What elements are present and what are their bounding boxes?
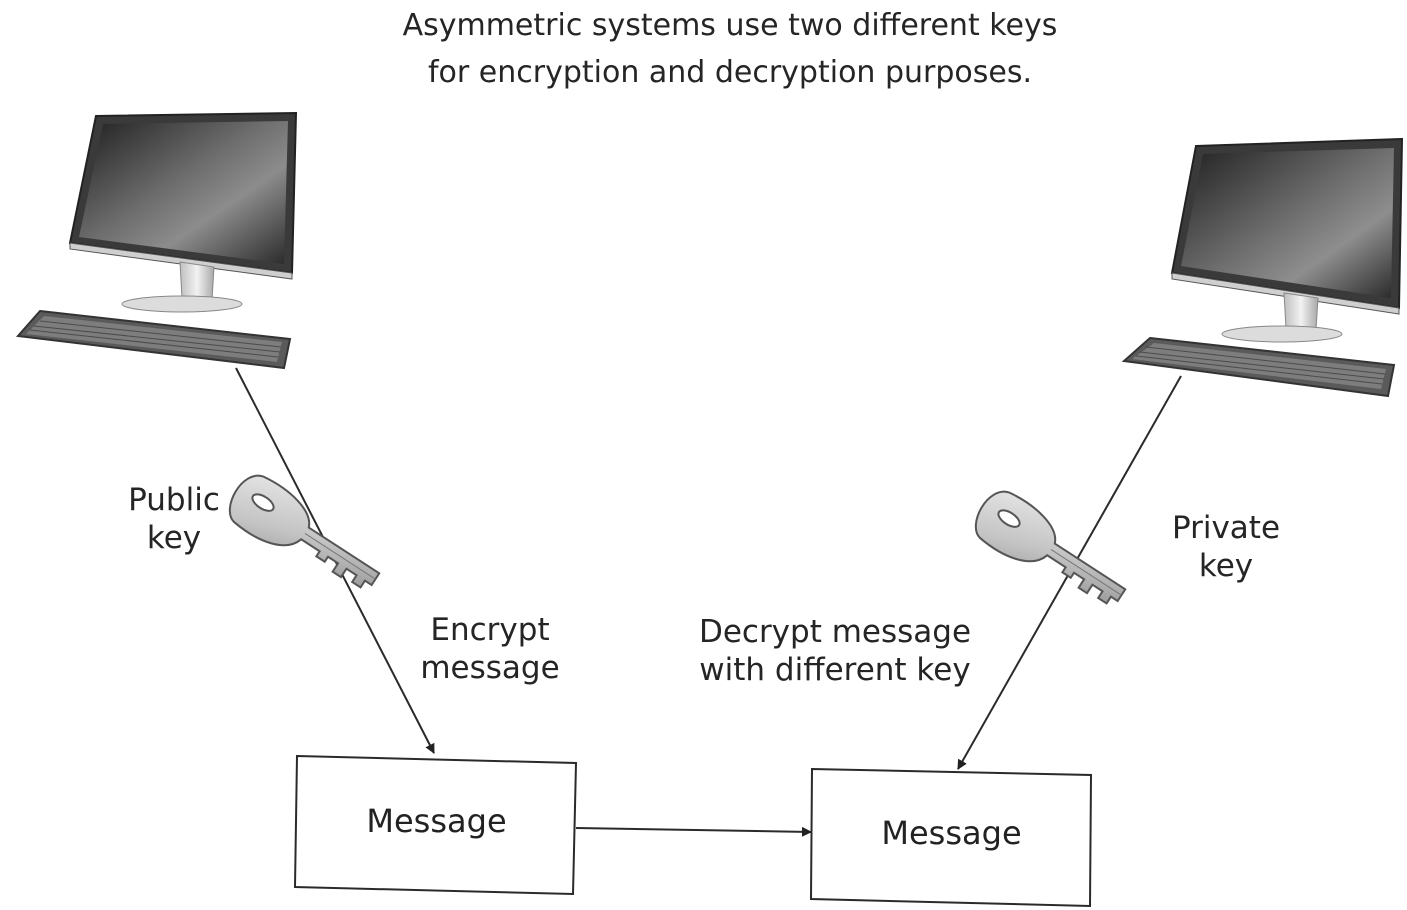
private-key-icon	[974, 490, 1127, 605]
diagram-title-line-2: for encryption and decryption purposes.	[427, 55, 1033, 90]
left-message-box	[293, 754, 578, 896]
diagram-title-line-1: Asymmetric systems use two different key…	[402, 8, 1058, 43]
decrypt-message-label-line-2: with different key	[699, 651, 971, 688]
private-key-label-line-2: key	[1198, 547, 1254, 584]
public-key-label-line-1: Public	[128, 482, 220, 518]
right-message-box	[809, 767, 1093, 908]
right-message-box-label: Message	[881, 814, 1022, 852]
encrypt-message-label-line-2: message	[420, 649, 560, 686]
public-key-label-line-2: key	[146, 519, 202, 556]
private-key-label: Private key	[1156, 510, 1296, 586]
left-computer-icon	[15, 111, 298, 370]
transfer-arrow	[575, 826, 812, 837]
encrypt-message-label: Encrypt message	[400, 612, 580, 688]
public-key-label: Public key	[110, 482, 238, 558]
right-computer-icon	[1121, 137, 1404, 398]
decrypt-message-label-line-1: Decrypt message	[698, 614, 972, 650]
left-message-box-label: Message	[366, 802, 507, 840]
decrypt-message-label: Decrypt message with different key	[670, 614, 1000, 690]
encrypt-message-label-line-1: Encrypt	[430, 612, 550, 648]
public-key-icon	[228, 474, 381, 589]
private-key-label-line-1: Private	[1171, 510, 1281, 546]
